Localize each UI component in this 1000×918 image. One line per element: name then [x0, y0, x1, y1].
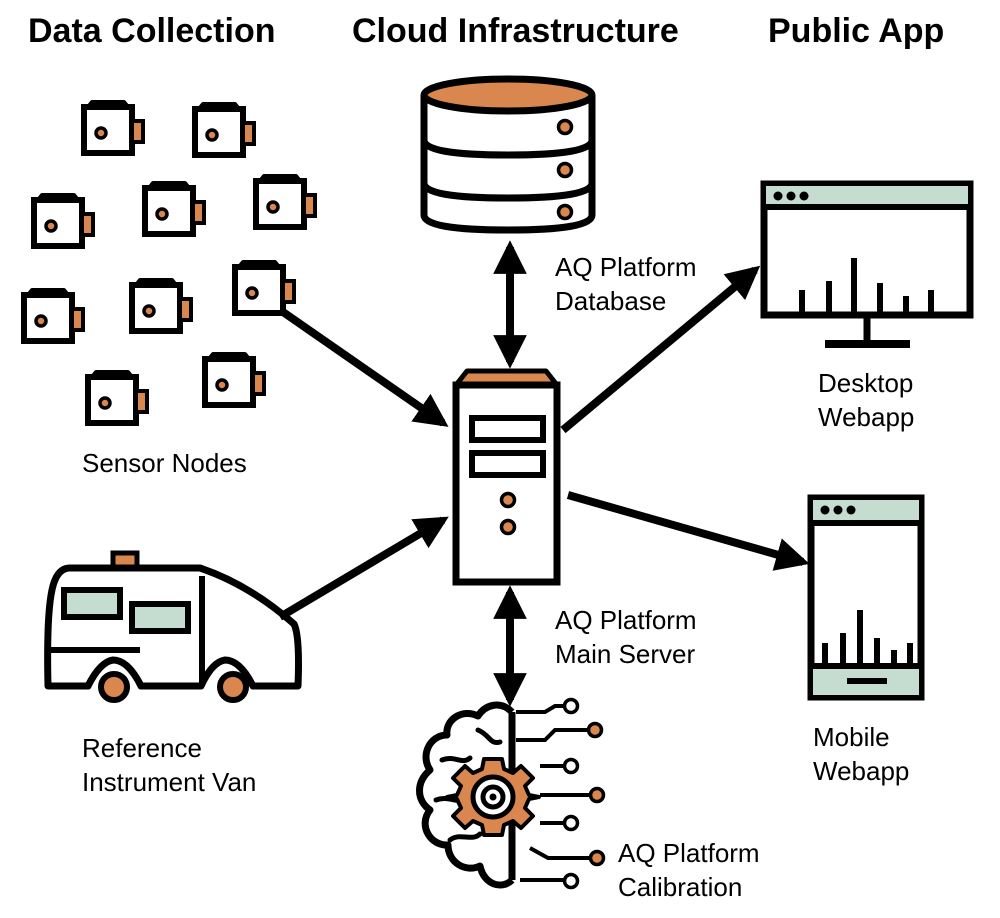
server-icon	[452, 368, 561, 586]
server-label-line: Main Server	[555, 639, 696, 669]
mobile-label-line: Webapp	[813, 756, 910, 786]
database-label-line: Database	[555, 286, 667, 316]
desktop-monitor-icon	[760, 180, 974, 348]
sensor-node-icon	[84, 102, 143, 153]
server-label: AQ Platform Main Server	[555, 603, 697, 671]
sensors-to-server-arrow	[280, 308, 449, 427]
calibration-label: AQ Platform Calibration	[618, 836, 760, 904]
server-to-mobile-arrow	[566, 491, 810, 571]
header-public-app: Public App	[768, 12, 945, 50]
desktop-label: Desktop Webapp	[818, 366, 914, 434]
sensor-node-icon	[195, 104, 254, 155]
database-label: AQ Platform Database	[555, 250, 697, 318]
sensor-node-icon	[256, 176, 315, 227]
van-label-line: Instrument Van	[82, 767, 257, 797]
sensor-nodes-group	[24, 102, 315, 423]
server-label-line: AQ Platform	[555, 605, 697, 635]
sensor-node-icon	[235, 262, 294, 313]
calibration-label-line: AQ Platform	[618, 838, 760, 868]
van-icon	[44, 550, 302, 703]
mobile-label: Mobile Webapp	[813, 720, 909, 788]
sensor-node-icon	[205, 354, 264, 405]
server-to-desktop-arrow	[560, 265, 761, 434]
sensor-nodes-label: Sensor Nodes	[82, 448, 247, 478]
desktop-label-line: Desktop	[818, 368, 914, 398]
van-to-server-arrow	[277, 516, 449, 621]
mobile-phone-icon	[807, 494, 925, 701]
sensor-node-icon	[88, 372, 147, 423]
sensor-node-icon	[34, 195, 93, 246]
van-label: Reference Instrument Van	[82, 731, 256, 799]
database-label-line: AQ Platform	[555, 252, 697, 282]
sensor-node-icon	[145, 183, 204, 234]
header-cloud-infrastructure: Cloud Infrastructure	[352, 12, 679, 50]
sensor-node-icon	[132, 280, 191, 331]
mobile-label-line: Mobile	[813, 722, 890, 752]
header-data-collection: Data Collection	[28, 12, 276, 50]
desktop-label-line: Webapp	[818, 402, 915, 432]
calibration-brain-icon	[416, 697, 606, 890]
sensor-node-icon	[24, 290, 83, 341]
database-icon	[420, 75, 596, 234]
van-label-line: Reference	[82, 733, 202, 763]
calibration-label-line: Calibration	[618, 872, 743, 902]
